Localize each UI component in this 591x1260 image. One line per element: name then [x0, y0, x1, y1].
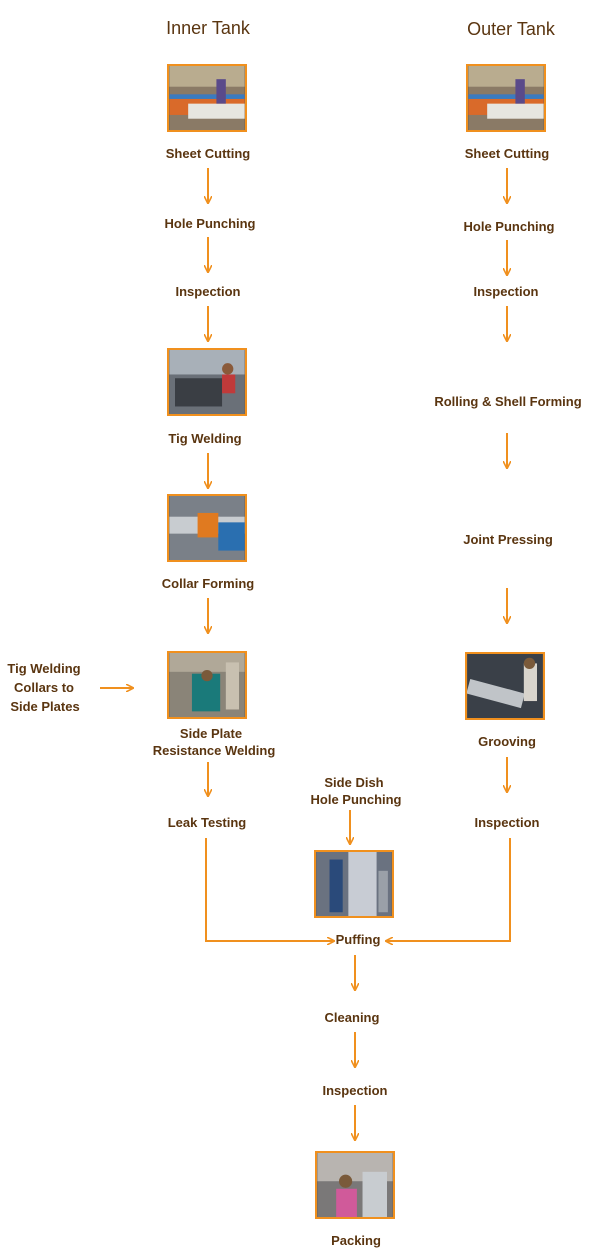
label-side-input-2: Collars to — [14, 680, 74, 696]
label-center-inspection: Inspection — [322, 1083, 387, 1099]
label-leak-testing: Leak Testing — [168, 815, 247, 831]
label-outer-inspection: Inspection — [473, 284, 538, 300]
photo-outer-sheet-cutting — [466, 64, 546, 132]
arrow-merge-outer — [386, 838, 510, 941]
photo-inner-sheet-cutting — [167, 64, 247, 132]
photo-puffing — [314, 850, 394, 918]
photo-side-plate-welding — [167, 651, 247, 719]
label-collar-forming: Collar Forming — [162, 576, 254, 592]
label-rolling: Rolling & Shell Forming — [434, 394, 581, 410]
label-tig-welding: Tig Welding — [168, 431, 241, 447]
label-outer-sheet-cutting: Sheet Cutting — [465, 146, 550, 162]
label-packing: Packing — [331, 1233, 381, 1249]
label-inner-hole-punching: Hole Punching — [165, 216, 256, 232]
label-outer-inspection-2: Inspection — [474, 815, 539, 831]
label-outer-hole-punching: Hole Punching — [464, 219, 555, 235]
photo-packing — [315, 1151, 395, 1219]
label-side-plate-1: Side Plate — [180, 726, 242, 742]
label-inner-inspection: Inspection — [175, 284, 240, 300]
photo-tig-welding — [167, 348, 247, 416]
label-side-plate-2: Resistance Welding — [153, 743, 276, 759]
label-joint-pressing: Joint Pressing — [463, 532, 553, 548]
label-grooving: Grooving — [478, 734, 536, 750]
label-side-input-1: Tig Welding — [7, 661, 80, 677]
label-puffing: Puffing — [336, 932, 381, 948]
label-side-dish-2: Hole Punching — [311, 792, 402, 808]
label-side-dish-1: Side Dish — [324, 775, 383, 791]
label-inner-sheet-cutting: Sheet Cutting — [166, 146, 251, 162]
label-side-input-3: Side Plates — [10, 699, 79, 715]
label-cleaning: Cleaning — [325, 1010, 380, 1026]
photo-grooving — [465, 652, 545, 720]
photo-collar-forming — [167, 494, 247, 562]
